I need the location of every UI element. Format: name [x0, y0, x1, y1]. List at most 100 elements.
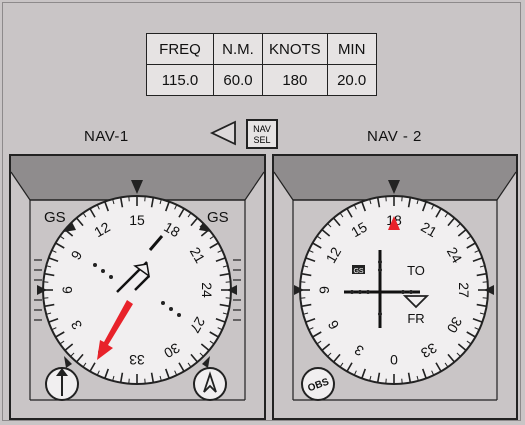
compass-tick	[217, 249, 223, 253]
compass-tick	[305, 257, 316, 263]
compass-tick	[416, 375, 419, 381]
nav2-fr-label: FR	[407, 311, 424, 326]
nav1-course-knob[interactable]	[45, 367, 79, 401]
nav2-heading-labels: 18212427303303691215	[316, 212, 472, 368]
nav1-gs-left-label: GS	[44, 209, 66, 226]
heading-label: 27	[456, 282, 472, 298]
compass-tick	[82, 362, 87, 368]
compass-tick	[46, 312, 52, 315]
compass-tick	[303, 265, 309, 268]
compass-tick	[70, 352, 75, 357]
heading-label: 0	[390, 352, 398, 368]
compass-tick	[190, 353, 199, 363]
nav2-left-index	[294, 285, 304, 295]
compass-tick	[219, 303, 230, 308]
compass-tick	[466, 242, 476, 249]
compass-tick	[346, 208, 353, 218]
compass-tick	[416, 199, 419, 205]
heading-label: 15	[348, 218, 370, 240]
compass-tick	[346, 362, 353, 372]
compass-tick	[190, 217, 199, 227]
panel-frame	[2, 2, 521, 421]
compass-tick	[339, 212, 344, 218]
compass-tick	[178, 362, 185, 372]
nav2-title: NAV - 2	[367, 128, 422, 145]
compass-tick	[112, 199, 115, 205]
heading-label: 9	[316, 286, 332, 294]
compass-tick	[479, 265, 485, 268]
nav1-glideslope-scale	[34, 259, 241, 321]
heading-label: 33	[129, 352, 145, 368]
nav2-gs-flag	[352, 265, 365, 274]
compass-tick	[447, 217, 456, 227]
compass-tick	[150, 197, 155, 208]
compass-tick	[457, 343, 467, 352]
compass-tick	[51, 249, 57, 253]
compass-tick	[215, 317, 226, 323]
compass-tick	[466, 235, 472, 240]
compass-tick	[407, 197, 412, 208]
compass-tick	[200, 343, 210, 352]
compass-tick	[64, 343, 74, 352]
compass-tick	[89, 208, 96, 218]
compass-tick	[308, 327, 314, 331]
compass-tick	[46, 265, 52, 268]
heading-label: 33	[418, 340, 440, 362]
compass-tick	[222, 265, 228, 268]
compass-tick	[59, 235, 65, 240]
compass-tick	[44, 272, 55, 277]
nav2-to-label: TO	[407, 263, 425, 278]
compass-tick	[308, 249, 314, 253]
nav1-knob-arrow-icon	[56, 368, 68, 376]
compass-tick	[159, 199, 162, 205]
compass-tick	[369, 375, 372, 381]
compass-tick	[215, 257, 226, 263]
compass-tick	[321, 228, 331, 237]
compass-tick	[159, 375, 162, 381]
value-nm: 60.0	[213, 64, 263, 96]
compass-tick	[435, 208, 442, 218]
compass-tick	[150, 372, 155, 383]
nav1-left-index	[37, 285, 47, 295]
compass-tick	[431, 204, 435, 210]
compass-tick	[474, 249, 480, 253]
compass-tick	[431, 370, 435, 376]
nav-select-button[interactable]: NAV SEL	[246, 119, 278, 149]
compass-tick	[199, 352, 204, 357]
header-knots: KNOTS	[262, 33, 328, 65]
heading-label: 15	[129, 212, 145, 228]
flight-info-table: FREQ N.M. KNOTS MIN 115.0 60.0 180 20.0	[146, 33, 377, 96]
nav-select-arrow-icon[interactable]	[209, 120, 236, 146]
nav2-right-index	[484, 285, 494, 295]
compass-tick	[96, 204, 100, 210]
compass-tick	[209, 331, 219, 338]
compass-tick	[316, 235, 322, 240]
compass-tick	[301, 303, 312, 308]
compass-tick	[472, 317, 483, 323]
nav-select-line2: SEL	[253, 135, 271, 145]
compass-tick	[421, 368, 427, 379]
compass-tick	[456, 352, 461, 357]
nav2-lubber-line	[388, 180, 400, 194]
compass-tick	[164, 368, 170, 379]
heading-label: 30	[444, 314, 466, 336]
compass-tick	[466, 331, 476, 338]
compass-tick	[303, 312, 309, 315]
compass-tick	[59, 340, 65, 345]
compass-tick	[209, 242, 219, 249]
compass-tick	[209, 235, 215, 240]
compass-tick	[301, 272, 312, 277]
compass-tick	[217, 327, 223, 331]
heading-label: 24	[199, 282, 215, 298]
compass-tick	[48, 317, 59, 323]
value-min: 20.0	[326, 64, 377, 96]
compass-tick	[476, 303, 487, 308]
compass-tick	[174, 370, 178, 376]
compass-tick	[112, 375, 115, 381]
heading-label: 30	[161, 340, 183, 362]
nav1-heading-knob[interactable]	[193, 367, 227, 401]
compass-tick	[75, 217, 84, 227]
compass-tick	[75, 353, 84, 363]
obs-knob[interactable]: OBS	[301, 367, 335, 401]
